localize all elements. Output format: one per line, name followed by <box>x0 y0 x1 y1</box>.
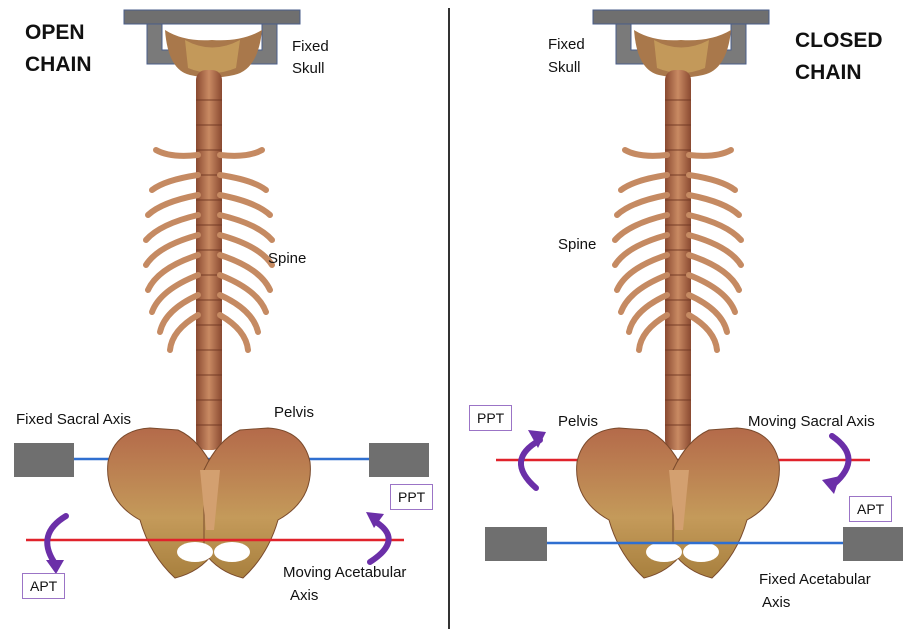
spine <box>196 70 222 450</box>
closed-chain-panel: CLOSED CHAIN Fixed Skull Spine Pelvis Mo… <box>452 0 903 629</box>
spine <box>665 70 691 450</box>
left-acetabular-fixture <box>485 527 547 561</box>
fixed-skull-label-line2: Skull <box>548 59 581 77</box>
closed-chain-title-line2: CHAIN <box>795 60 862 86</box>
fixed-acetabular-axis-label-line2: Axis <box>762 594 790 612</box>
closed-chain-illustration <box>452 0 903 629</box>
left-sacral-fixture <box>14 443 74 477</box>
right-acetabular-fixture <box>843 527 903 561</box>
apt-tag: APT <box>849 496 892 522</box>
apt-rotation-arrow <box>46 516 66 574</box>
ppt-tag: PPT <box>469 405 512 431</box>
moving-sacral-axis-label: Moving Sacral Axis <box>748 413 875 431</box>
open-chain-illustration <box>0 0 448 629</box>
spine-label: Spine <box>558 236 596 254</box>
ppt-tag: PPT <box>390 484 433 510</box>
pelvis <box>108 428 311 578</box>
fixed-skull-label-line2: Skull <box>292 60 325 78</box>
pelvis-label: Pelvis <box>558 413 598 431</box>
fixed-sacral-axis-label: Fixed Sacral Axis <box>16 411 131 429</box>
right-sacral-fixture <box>369 443 429 477</box>
apt-tag: APT <box>22 573 65 599</box>
pelvis-label: Pelvis <box>274 404 314 422</box>
fixed-skull-label-line1: Fixed <box>548 36 585 54</box>
panel-divider <box>448 8 450 629</box>
moving-acetabular-axis-label-line2: Axis <box>290 587 318 605</box>
pelvis <box>577 428 780 578</box>
fixed-skull-label-line1: Fixed <box>292 38 329 56</box>
moving-acetabular-axis-label-line1: Moving Acetabular <box>283 564 406 582</box>
fixed-acetabular-axis-label-line1: Fixed Acetabular <box>759 571 871 589</box>
open-chain-title-line1: OPEN <box>25 20 85 46</box>
open-chain-panel: OPEN CHAIN Fixed Skull Spine Pelvis Fixe… <box>0 0 448 629</box>
ppt-rotation-arrow <box>366 512 389 562</box>
open-chain-title-line2: CHAIN <box>25 52 92 78</box>
spine-label: Spine <box>268 250 306 268</box>
closed-chain-title-line1: CLOSED <box>795 28 883 54</box>
apt-rotation-arrow <box>822 436 849 494</box>
